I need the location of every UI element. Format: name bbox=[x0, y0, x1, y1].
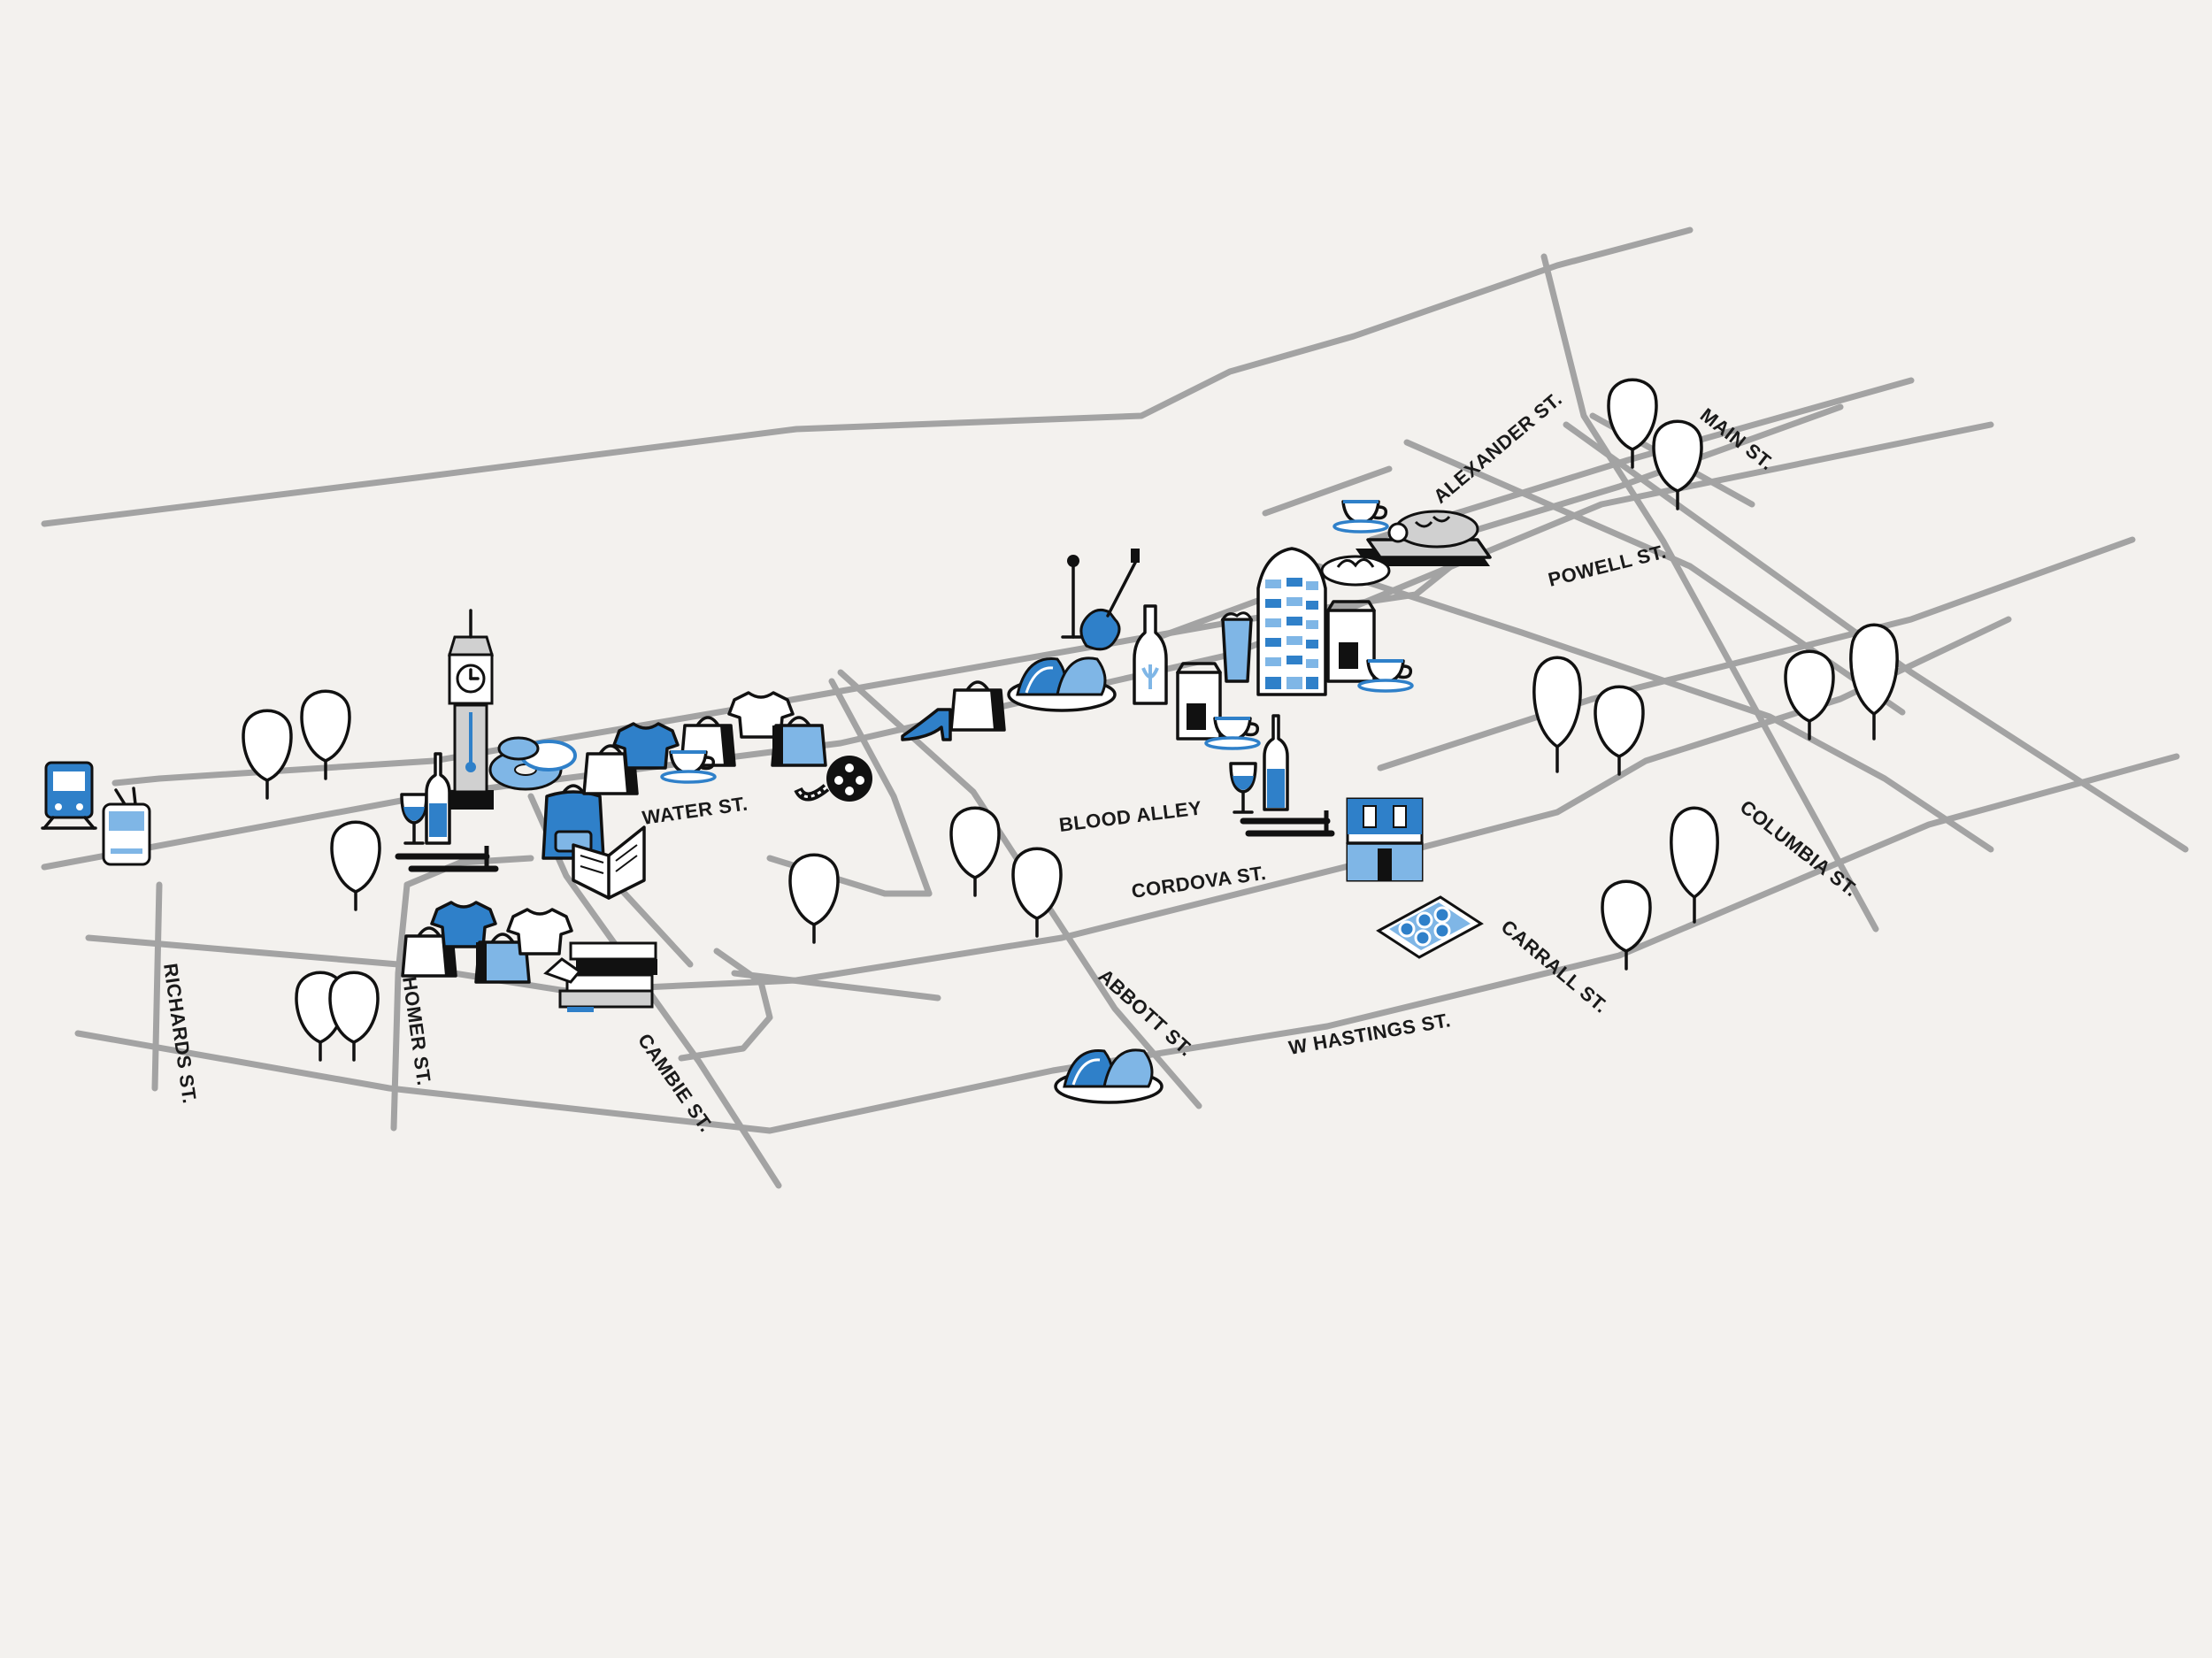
flatiron-building-icon bbox=[1256, 547, 1327, 696]
shopping-bag-icon bbox=[949, 680, 1006, 732]
donut-icon bbox=[488, 736, 577, 791]
stacked-books-icon bbox=[543, 941, 657, 1012]
steam-clock-icon bbox=[447, 609, 495, 810]
tree-icon bbox=[949, 806, 1001, 897]
tree-icon bbox=[1670, 806, 1719, 924]
tree-icon bbox=[242, 709, 293, 800]
street-label-cordova: CORDOVA ST. bbox=[1130, 862, 1267, 902]
street-label-richards: RICHARDS ST. bbox=[159, 962, 201, 1105]
street-label-homer: HOMER ST. bbox=[398, 975, 435, 1087]
cutlery-icon bbox=[1240, 810, 1335, 837]
coffee-bag-icon bbox=[1176, 662, 1222, 741]
street-label-alexander: ALEXANDER ST. bbox=[1429, 388, 1566, 508]
street-label-carrall: CARRALL ST. bbox=[1497, 916, 1612, 1017]
tree-icon bbox=[1011, 847, 1063, 938]
beer-glass-icon bbox=[1220, 611, 1254, 683]
book-icon bbox=[572, 825, 646, 900]
street-label-columbia: COLUMBIA ST. bbox=[1736, 795, 1863, 901]
coffee-bag-icon bbox=[1326, 600, 1376, 683]
tree-icon bbox=[1532, 656, 1582, 773]
coffee-cup-icon bbox=[1333, 500, 1389, 533]
street-label-water: WATER ST. bbox=[641, 792, 749, 828]
road-network bbox=[41, 226, 2189, 1189]
cutlery-icon bbox=[395, 846, 499, 872]
tree-icon bbox=[788, 853, 840, 944]
wine-icon bbox=[1229, 714, 1289, 814]
trolleybus-icon bbox=[102, 787, 151, 866]
street-label-blood-alley: BLOOD ALLEY bbox=[1058, 796, 1203, 836]
street-label-powell: POWELL ST. bbox=[1546, 541, 1669, 591]
shopping-bag-icon bbox=[771, 716, 827, 767]
tree-icon bbox=[328, 971, 380, 1062]
guitar-icon bbox=[1079, 549, 1140, 651]
tree-icon bbox=[1849, 623, 1899, 741]
tree-icon bbox=[330, 820, 381, 911]
train-icon bbox=[41, 761, 97, 830]
tree-icon bbox=[1594, 685, 1645, 776]
taco-icon bbox=[1054, 1048, 1164, 1104]
storefront-icon bbox=[1346, 797, 1424, 882]
film-reel-icon bbox=[794, 756, 872, 802]
high-heel-shoe-icon bbox=[901, 708, 952, 741]
taco-icon bbox=[1007, 656, 1117, 712]
bread-board-icon bbox=[1320, 555, 1391, 587]
bread-board-icon bbox=[1356, 510, 1492, 566]
beer-bottle-icon bbox=[1133, 604, 1168, 705]
pastry-tray-icon bbox=[1376, 895, 1484, 959]
wine-icon bbox=[400, 752, 451, 845]
microphone-icon bbox=[1061, 555, 1086, 639]
